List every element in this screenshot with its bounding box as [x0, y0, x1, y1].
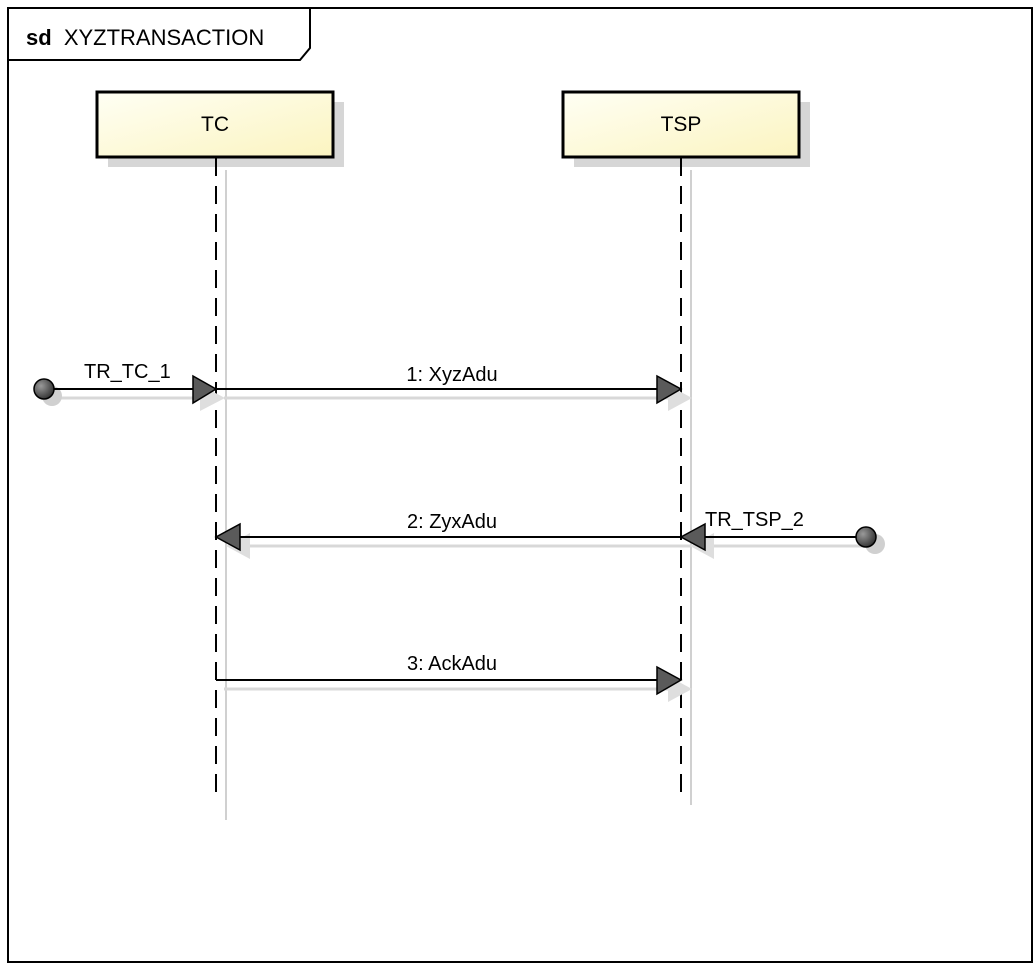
- message-3-arrowhead: [656, 665, 683, 696]
- frame-tab: [8, 8, 311, 61]
- message-2-label: 2: ZyxAdu: [407, 511, 497, 533]
- lifeline-tc[interactable]: TC: [95, 90, 344, 820]
- gate-tr-tsp-2-arrowhead: [679, 522, 706, 552]
- lifeline-tsp-head[interactable]: [561, 90, 801, 159]
- frame-keyword: sd: [26, 25, 52, 50]
- gate-tr-tc-1-arrowhead: [192, 374, 218, 405]
- message-2[interactable]: 2: ZyxAdu: [214, 511, 690, 559]
- gate-tr-tsp-2-dot[interactable]: [855, 526, 877, 548]
- message-1-arrowhead: [656, 374, 683, 405]
- gate-tr-tc-1[interactable]: TR_TC_1: [33, 361, 225, 411]
- gate-tr-tc-1-label: TR_TC_1: [84, 361, 171, 383]
- message-3[interactable]: 3: AckAdu: [216, 653, 692, 702]
- gate-tr-tsp-2[interactable]: TR_TSP_2: [679, 509, 885, 559]
- message-2-arrowhead: [214, 522, 241, 552]
- message-3-label: 3: AckAdu: [407, 653, 497, 675]
- gate-tr-tc-1-dot[interactable]: [33, 378, 55, 400]
- lifeline-tsp[interactable]: TSP: [561, 90, 810, 805]
- lifeline-tc-label: TC: [201, 113, 229, 136]
- gate-tr-tsp-2-label: TR_TSP_2: [705, 509, 804, 531]
- frame-name: XYZTRANSACTION: [64, 25, 264, 50]
- message-1[interactable]: 1: XyzAdu: [216, 364, 692, 411]
- message-1-label: 1: XyzAdu: [406, 364, 497, 386]
- frame-title: sd XYZTRANSACTION: [26, 25, 264, 50]
- lifeline-tc-head[interactable]: [95, 90, 335, 159]
- lifeline-tsp-label: TSP: [661, 113, 702, 136]
